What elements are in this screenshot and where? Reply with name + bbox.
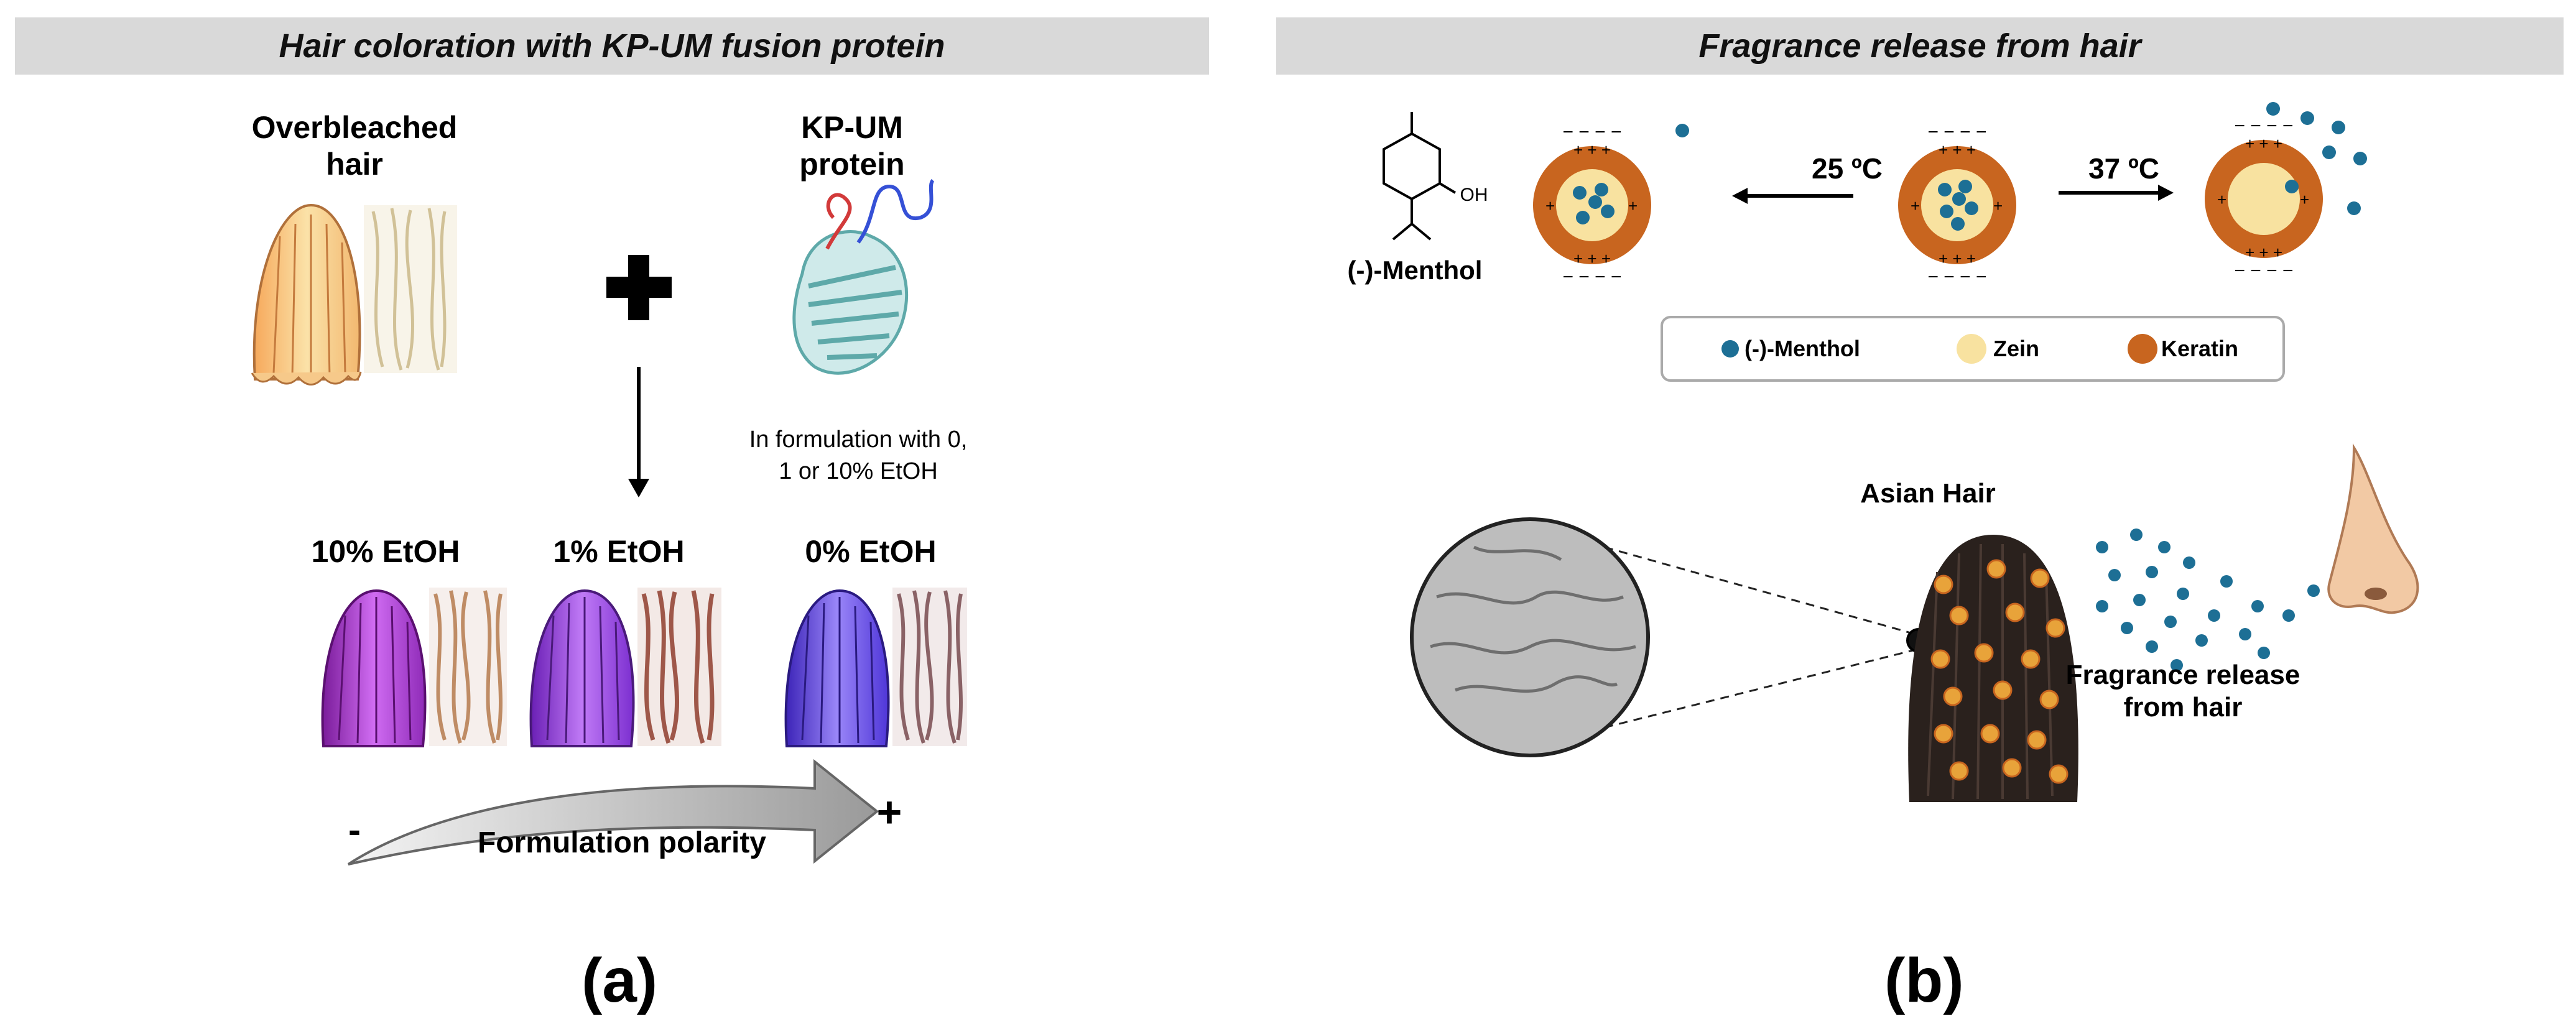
fragrance-release-label: Fragrance release from hair [2065,660,2300,722]
hair-swatch-0-etoh [892,588,967,746]
arrow-to-25c [1732,188,1853,204]
legend-keratin-swatch [2128,334,2157,364]
particle-initial: + + + + + + + + − − − − − − − − [1898,122,2016,287]
svg-text:+: + [2217,190,2226,209]
particle-25c: + + + + + + + + − − − − − − − − [1533,122,1689,287]
hair-wig-0-etoh [784,589,890,747]
plus-sign [606,255,672,320]
overbleached-hair-swatch [364,205,457,373]
panel-a-label: (a) [581,946,658,1015]
svg-text:+ + +: + + + [1939,249,1976,268]
panel-b-illustrations: + + + + + + + + − − − − − − − − + + + + … [1383,102,2419,802]
legend-keratin-label: Keratin [2161,336,2239,361]
kp-um-protein-label: KP-UM protein [799,110,905,182]
panel-b-label: (b) [1884,946,1964,1015]
svg-text:+: + [1911,196,1920,215]
legend-zein-swatch [1957,334,1986,364]
svg-text:− − − −: − − − − [1562,122,1621,142]
panel-a-illustrations [251,178,967,866]
arrow-to-37c [2059,185,2174,201]
hair-wig-1-etoh [529,589,635,747]
down-arrow [628,367,649,497]
polarity-label: Formulation polarity [477,826,766,859]
menthol-oh-label: OH [1460,185,1488,205]
hair-swatch-10-etoh [429,588,507,746]
kp-um-protein-structure [792,178,935,375]
particle-37c: + + + + + + + + − − − − − − − − [2205,102,2367,281]
nose-illustration [2327,443,2419,614]
hair-swatch-1-etoh [637,588,721,746]
svg-text:+ + +: + + + [2245,134,2282,153]
menthol-molecule [1383,112,1457,241]
panel-a-title-banner: Hair coloration with KP-UM fusion protei… [15,17,1209,75]
svg-text:− − − −: − − − − [2234,261,2293,281]
asian-hair [1908,535,2078,802]
polarity-plus: + [876,788,902,836]
result-label-1-etoh: 1% EtOH [553,534,685,569]
svg-text:− − − −: − − − − [1927,122,1986,142]
panel-b-title-banner: Fragrance release from hair [1276,17,2564,75]
formulation-note: In formulation with 0, 1 or 10% EtOH [749,427,968,485]
svg-text:+ + +: + + + [2245,243,2282,262]
svg-text:+: + [1628,196,1638,215]
asian-hair-label: Asian Hair [1860,478,1996,509]
legend-zein-label: Zein [1993,336,2040,361]
result-label-10-etoh: 10% EtOH [311,534,460,569]
legend-menthol-swatch [1721,340,1739,358]
polarity-minus: - [348,809,361,851]
svg-text:+: + [1545,196,1555,215]
overbleached-hair-label: Overbleached hair [251,110,458,182]
hair-wig-10-etoh [321,589,427,747]
menthol-name-label: (-)-Menthol [1347,256,1483,285]
temp-37c-label: 37 ºC [2088,152,2159,185]
temp-25c-label: 25 ºC [1812,152,1883,185]
overbleached-hair-wig [251,203,362,385]
panel-b-title: Fragrance release from hair [1698,27,2141,65]
result-label-0-etoh: 0% EtOH [805,534,937,569]
svg-text:− − − −: − − − − [1562,267,1621,287]
svg-text:+: + [2300,190,2309,209]
svg-text:+: + [1993,196,2003,215]
svg-text:− − − −: − − − − [2234,116,2293,136]
panel-a-title: Hair coloration with KP-UM fusion protei… [279,27,945,65]
sem-zoom-circle [1410,517,1931,757]
released-menthol-dots [2096,529,2320,672]
svg-text:+ + +: + + + [1573,249,1611,268]
svg-text:+ + +: + + + [1573,141,1611,159]
polarity-arrow [347,759,879,866]
legend-menthol-label: (-)-Menthol [1744,336,1860,361]
svg-text:+ + +: + + + [1939,141,1976,159]
svg-text:− − − −: − − − − [1927,267,1986,287]
